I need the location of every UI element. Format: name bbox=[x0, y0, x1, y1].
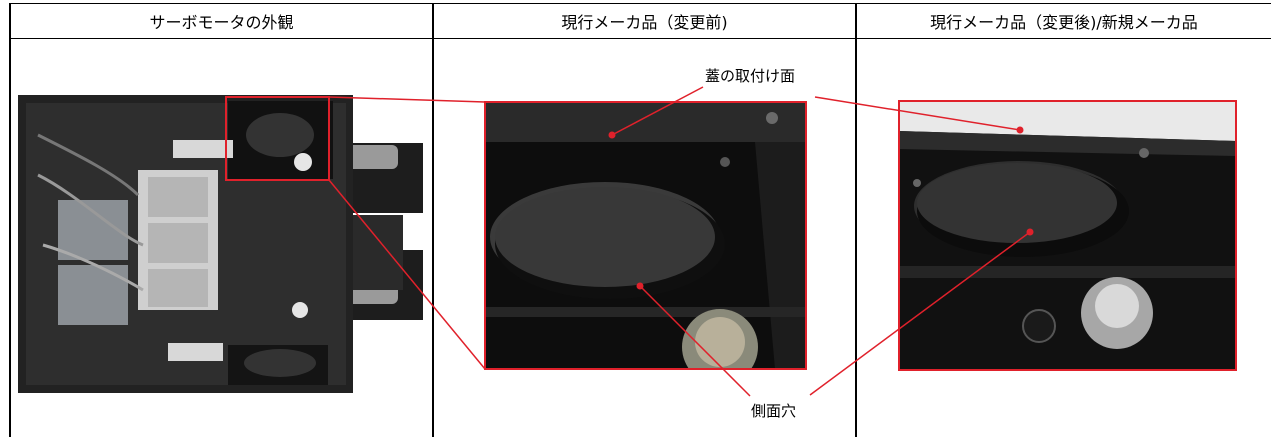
left-border bbox=[9, 3, 11, 437]
header-current-after-new: 現行メーカ品（変更後)/新規メーカ品 bbox=[857, 4, 1271, 38]
side-hole-label: 側面穴 bbox=[751, 402, 797, 420]
servo-motor-photo bbox=[18, 95, 423, 393]
header-current-before: 現行メーカ品（変更前) bbox=[434, 4, 855, 38]
column-divider-1 bbox=[432, 3, 434, 437]
current-before-photo bbox=[485, 102, 806, 369]
header-bottom-border bbox=[9, 37, 1271, 39]
header-appearance: サーボモータの外観 bbox=[11, 4, 432, 38]
current-after-photo bbox=[899, 101, 1236, 370]
lid-mounting-surface-label: 蓋の取付け面 bbox=[705, 67, 796, 85]
column-divider-2 bbox=[855, 3, 857, 437]
